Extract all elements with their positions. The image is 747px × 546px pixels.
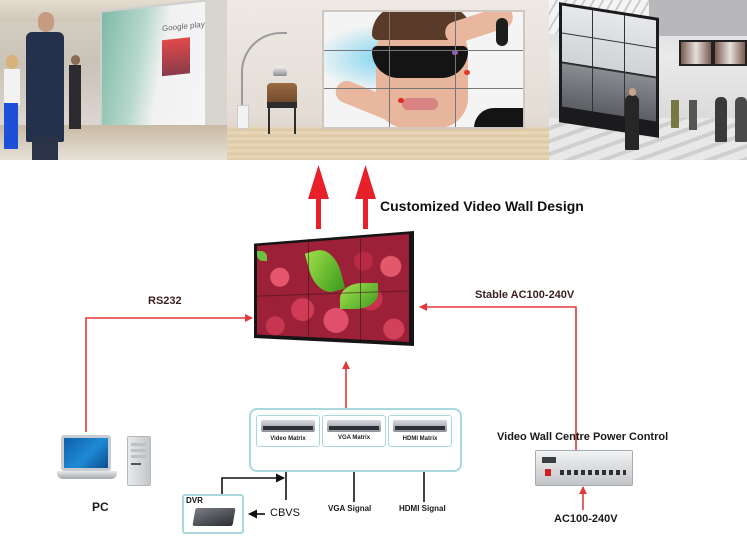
video-matrix-label: Video Matrix xyxy=(270,436,306,442)
hdmi-matrix-label: HDMI Matrix xyxy=(402,436,438,442)
video-matrix-box: Video Matrix xyxy=(256,415,320,447)
power-control-device xyxy=(535,450,633,486)
vga-matrix-label: VGA Matrix xyxy=(337,435,371,441)
laptop-icon xyxy=(57,435,117,485)
vga-matrix-device xyxy=(327,420,381,432)
dvr-label: DVR xyxy=(186,496,203,505)
man-in-suit xyxy=(22,12,72,160)
photo-airport-video-wall: Google play xyxy=(0,0,227,160)
overhead-display-screens xyxy=(679,40,747,66)
stable-power-label: Stable AC100-240V xyxy=(475,289,575,301)
big-up-arrow-left xyxy=(308,165,329,229)
rs232-label: RS232 xyxy=(148,295,182,307)
woman-in-blue xyxy=(0,55,20,160)
diagram-title: Customized Video Wall Design xyxy=(380,198,584,214)
photo-living-room-video-wall xyxy=(227,0,549,160)
dvr-to-matrix-line xyxy=(221,473,285,494)
pc-label: PC xyxy=(92,500,109,514)
hdmi-signal-label: HDMI Signal xyxy=(399,504,446,513)
ac-input-label: AC100-240V xyxy=(554,513,618,525)
cbvs-label: CBVS xyxy=(270,507,300,519)
video-matrix-device xyxy=(261,420,315,432)
desktop-tower-icon xyxy=(127,436,151,486)
vga-signal-label: VGA Signal xyxy=(328,504,372,513)
hdmi-matrix-device xyxy=(393,420,447,432)
hdmi-matrix-box: HDMI Matrix xyxy=(388,415,452,447)
big-up-arrow-right xyxy=(355,165,376,229)
video-wall-display xyxy=(254,231,414,346)
chair xyxy=(267,83,297,103)
power-control-label: Video Wall Centre Power Control xyxy=(497,431,669,443)
rs232-line xyxy=(85,314,253,432)
vga-matrix-box: VGA Matrix xyxy=(322,415,386,447)
dvr-box: DVR xyxy=(182,494,244,534)
sunglasses-3x3-video-wall xyxy=(322,10,525,129)
dvr-device xyxy=(192,508,236,526)
stable-power-line xyxy=(419,303,577,450)
photo-mall-video-wall xyxy=(549,0,747,160)
